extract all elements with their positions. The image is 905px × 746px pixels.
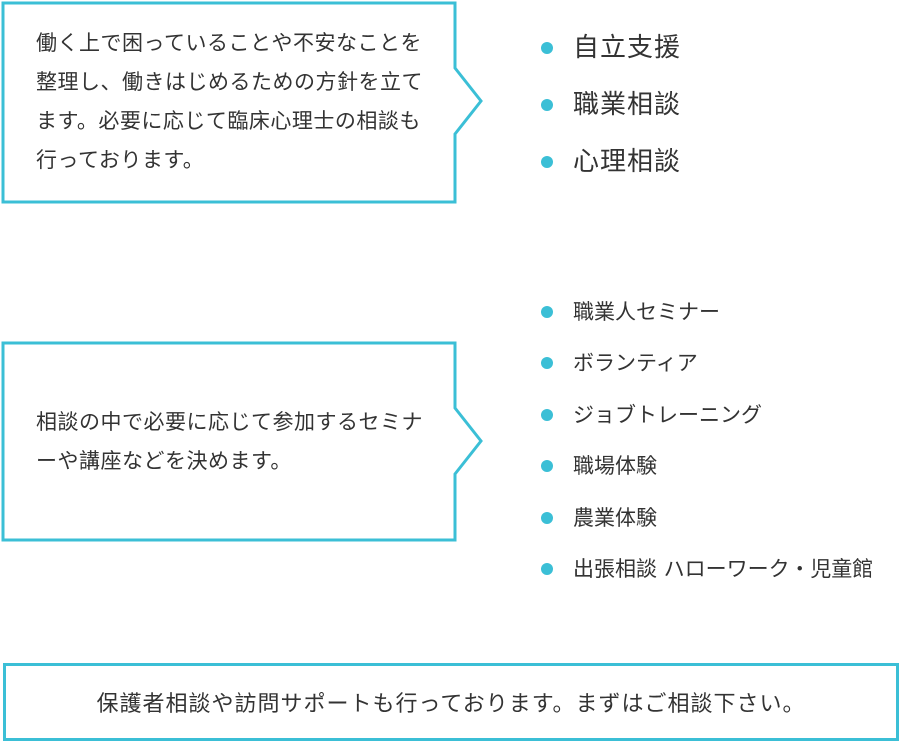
list-item: ボランティア [535,350,873,401]
bullet-dot-icon [541,511,553,524]
list-item: 出張相談 ハローワーク・児童館 [535,556,873,607]
callout-box-1: 働く上で困っていることや不安なことを整理し、働きはじめるための方針を立てます。必… [0,0,483,205]
list-item: 職業相談 [535,90,681,147]
callout-outline-2 [1,341,483,542]
bullet-dot-icon [541,408,553,421]
bullet-dot-icon [541,306,553,318]
list-item-label: ジョブトレーニング [573,402,762,427]
callout-text-2: 相談の中で必要に応じて参加するセミナーや講座などを決めます。 [36,410,423,473]
callout-outline-1 [1,1,483,204]
list-item-label: 自立支援 [573,33,682,63]
service-list-1: 自立支援 職業相談 心理相談 [535,33,681,204]
bullet-dot-icon [541,42,553,54]
list-item: 自立支援 [535,33,681,90]
list-item-label: 職業相談 [573,90,682,120]
callout-box-2: 相談の中で必要に応じて参加するセミナーや講座などを決めます。 [0,340,483,545]
list-item-label: 出張相談 ハローワーク・児童館 [573,556,874,581]
footer-message: 保護者相談や訪問サポートも行っております。まずはご相談下さい。 [96,692,806,717]
list-item-label: 農業体験 [573,505,657,530]
bullet-dot-icon [541,99,553,111]
service-list-2: 職業人セミナー ボランティア ジョブトレーニング 職場体験 農業体験 出張相談 … [535,299,873,607]
bullet-dot-icon [541,357,553,370]
list-item-label: 職業人セミナー [573,300,720,324]
list-item: 職業人セミナー [535,299,873,350]
list-item-label: ボランティア [573,351,698,376]
list-item: 農業体験 [535,505,873,556]
bullet-dot-icon [541,156,553,168]
bullet-dot-icon [541,562,553,575]
bullet-dot-icon [541,460,553,473]
callout-text-1: 働く上で困っていることや不安なことを整理し、働きはじめるための方針を立てます。必… [36,31,423,172]
list-item-label: 職場体験 [573,454,657,479]
list-item-label: 心理相談 [573,147,682,177]
list-item: 職場体験 [535,453,873,504]
footer-message-box: 保護者相談や訪問サポートも行っております。まずはご相談下さい。 [3,663,899,741]
list-item: 心理相談 [535,147,681,204]
list-item: ジョブトレーニング [535,402,873,453]
